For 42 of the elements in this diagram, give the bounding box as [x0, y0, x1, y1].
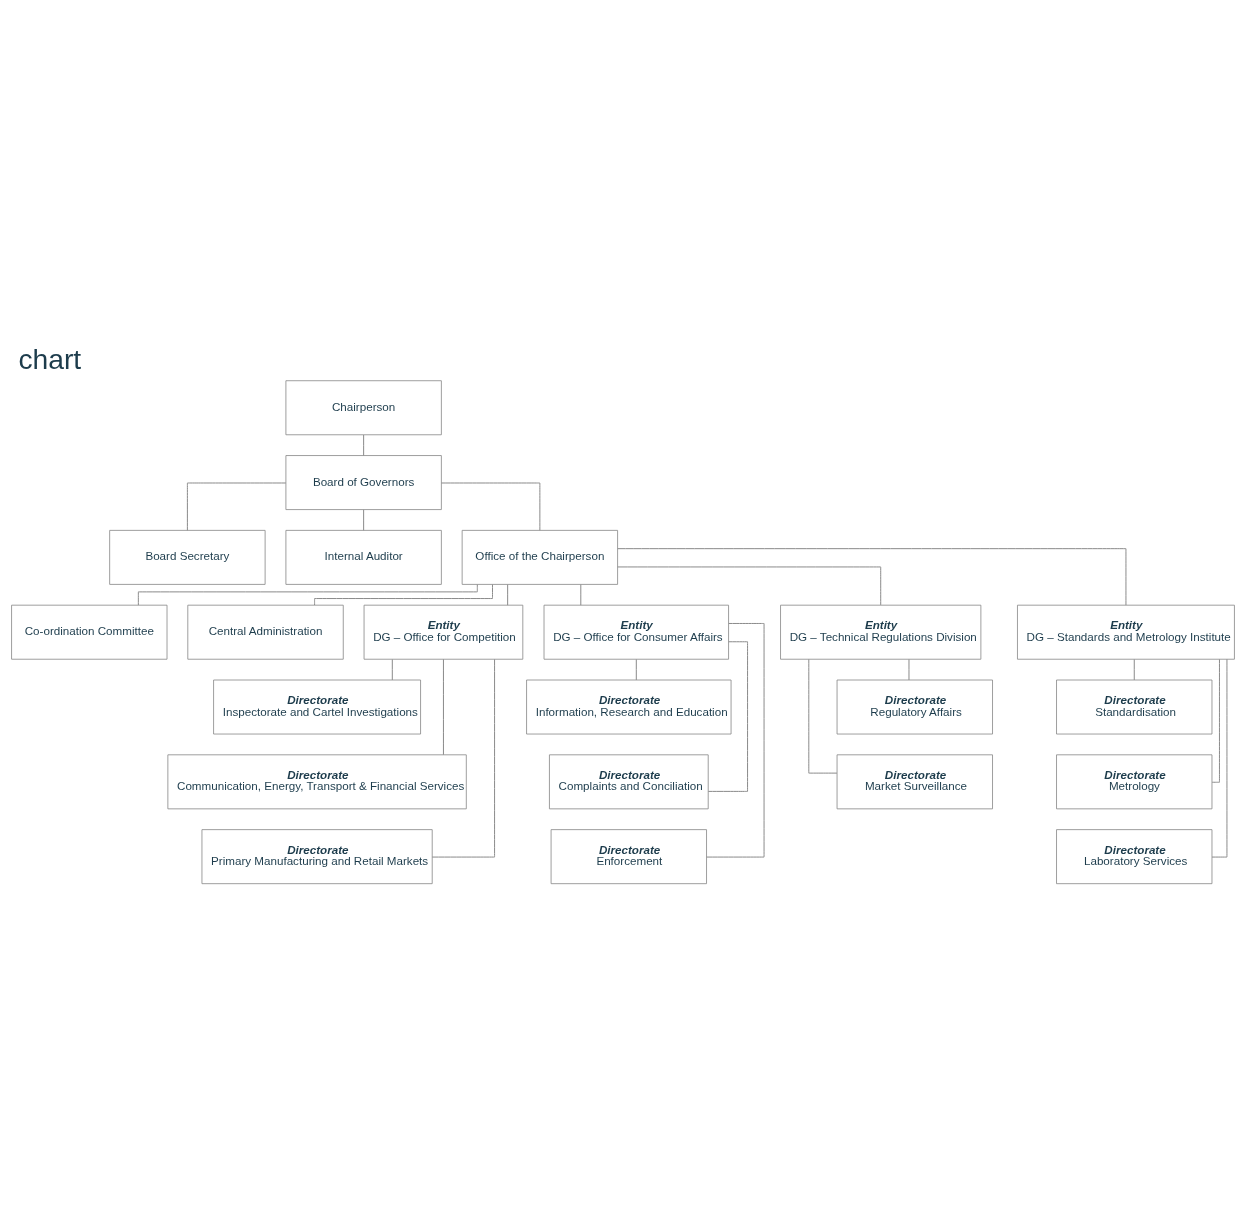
connector — [1211, 658, 1220, 783]
node-box: Entity DG – Office for Consumer Affairs — [543, 604, 729, 660]
connector — [1133, 658, 1135, 680]
node-box: Entity DG – Technical Regulations Division — [780, 604, 982, 660]
diagram-title: chart — [18, 342, 82, 375]
node-box: Co-ordination Committee — [11, 604, 168, 660]
node-box: Directorate Standardisation — [1056, 679, 1213, 734]
connector — [707, 640, 749, 792]
connector — [580, 583, 582, 606]
node-box: Board of Governors — [285, 454, 442, 510]
connector — [617, 565, 882, 605]
connector — [706, 622, 765, 858]
node-box: Central Administration — [187, 604, 344, 660]
connector — [431, 658, 496, 858]
node-box: Directorate Communication, Energy, Transport & Financial Services — [167, 753, 467, 809]
connector — [617, 547, 1127, 606]
node-box: Directorate Laboratory Services — [1056, 828, 1213, 884]
connector — [507, 583, 509, 606]
connector — [908, 658, 910, 680]
connector — [808, 658, 838, 774]
connector — [391, 658, 393, 680]
connector — [363, 508, 365, 531]
node-box: Directorate Regulatory Affairs — [836, 679, 993, 734]
node-box: Directorate Metrology — [1056, 753, 1213, 809]
node-box: Office of the Chairperson — [461, 529, 618, 585]
node-box: Entity DG – Standards and Metrology Institute — [1017, 604, 1235, 660]
node-box: Chairperson — [285, 379, 442, 435]
node-box: Directorate Primary Manufacturing and Retail Markets — [201, 828, 433, 884]
node-box: Directorate Enforcement — [550, 828, 707, 884]
connector — [314, 583, 493, 606]
node-box: Directorate Market Surveillance — [836, 753, 993, 809]
connector — [363, 434, 365, 456]
connector — [635, 658, 637, 680]
node-box: Board Secretary — [109, 529, 266, 585]
node-box: Internal Auditor — [285, 529, 442, 585]
connector — [440, 482, 541, 531]
node-box: Directorate Complaints and Conciliation — [549, 753, 709, 809]
node-box: Entity DG – Office for Competition — [363, 604, 524, 660]
connector — [442, 658, 444, 755]
node-box: Directorate Inspectorate and Cartel Investigations — [213, 679, 421, 734]
node-box: Directorate Information, Research and Education — [526, 679, 732, 734]
connector — [186, 482, 287, 531]
